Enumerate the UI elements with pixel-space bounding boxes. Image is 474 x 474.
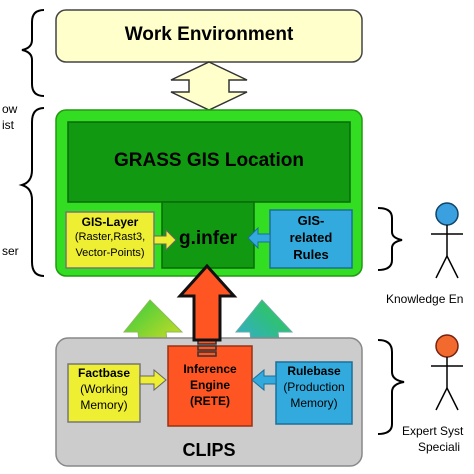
factbase-box (67, 363, 141, 423)
inference-engine-line-2: Engine (189, 378, 230, 392)
left-label-partial-1: ow (2, 102, 18, 116)
coil-icon (197, 339, 217, 357)
grass-location-label: GRASS GIS Location (113, 150, 305, 171)
gis-rules-line-3: Rules (293, 247, 329, 262)
double-arrow-icon (170, 61, 248, 111)
arrow-right-icon (153, 228, 177, 252)
arrow-left-icon (247, 226, 271, 250)
left-label-partial-3: ser (2, 244, 19, 258)
ginfer-box (161, 201, 255, 269)
work-environment-label: Work Environment (124, 24, 294, 45)
gis-layer-detail-1: (Raster,Rast3, (74, 231, 146, 243)
left-brace-bottom (18, 107, 45, 277)
left-brace-top (21, 9, 45, 97)
rulebase-title: Rulebase (287, 364, 341, 378)
big-up-arrow-icon (176, 263, 238, 342)
expert-specialist-figure (431, 334, 463, 411)
factbase-detail-2: Memory) (80, 398, 128, 412)
factbase-title: Factbase (77, 366, 131, 380)
gis-layer-title: GIS-Layer (81, 215, 139, 229)
rulebase-detail-1: (Production (283, 380, 345, 394)
inference-engine-line-1: Inference (183, 362, 237, 376)
right-brace-top (377, 207, 403, 271)
left-label-partial-2: ist (2, 118, 14, 132)
factbase-arrow-icon (139, 368, 167, 392)
inference-engine-box (167, 345, 253, 427)
clips-label: CLIPS (182, 440, 236, 460)
expert-specialist-label-1: Expert Syst (402, 424, 464, 438)
rulebase-arrow-icon (251, 368, 277, 392)
ginfer-label: g.infer (178, 228, 238, 249)
rulebase-detail-2: Memory) (290, 396, 338, 410)
gis-rules-line-1: GIS- (297, 213, 325, 228)
factbase-detail-1: (Working (80, 382, 128, 396)
grass-location-box (67, 121, 351, 203)
expert-specialist-label-2: Speciali (418, 440, 461, 454)
right-brace-bottom (377, 339, 405, 435)
inference-engine-line-3: (RETE) (190, 394, 230, 408)
knowledge-engineer-label: Knowledge En (386, 292, 464, 306)
gis-layer-detail-2: Vector-Points) (75, 247, 145, 259)
rulebase-box (275, 361, 353, 425)
knowledge-engineer-figure (431, 202, 463, 279)
gis-rules-line-2: related (289, 230, 333, 245)
